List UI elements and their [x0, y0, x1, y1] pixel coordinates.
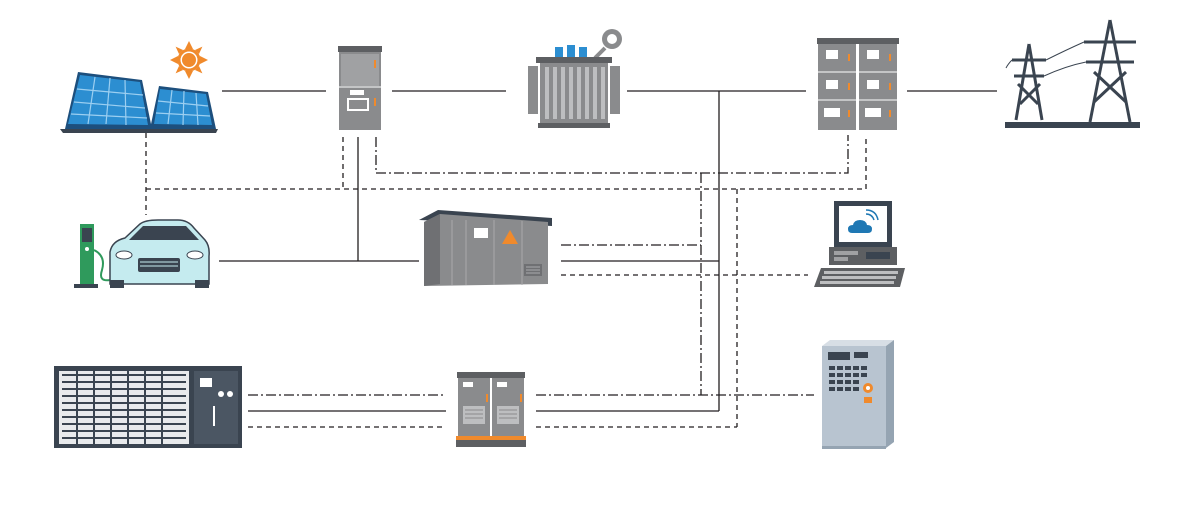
control-lines: [248, 135, 849, 396]
power-conversion-cabinet-icon: [456, 372, 526, 447]
ev-charging-station-icon: [74, 224, 111, 288]
control-cabinet-icon: [822, 340, 894, 449]
sun-icon: [170, 41, 208, 79]
transmission-tower-icon: [1005, 19, 1140, 128]
monitoring-computer-icon: [814, 201, 905, 287]
line-comm-bus-top: [146, 135, 867, 190]
solar-panel-icon: [60, 72, 218, 133]
power-lines: [219, 90, 997, 412]
prefab-substation-icon: [419, 210, 552, 286]
power-transformer-icon: [528, 29, 622, 128]
battery-storage-rack-icon: [54, 366, 242, 448]
line-control-top: [375, 135, 849, 174]
distribution-panel-icon: [817, 38, 899, 130]
switchgear-cabinet-icon: [338, 46, 382, 130]
communication-lines: [145, 133, 867, 428]
electric-car-icon: [109, 219, 210, 288]
connection-lines: [145, 90, 997, 428]
